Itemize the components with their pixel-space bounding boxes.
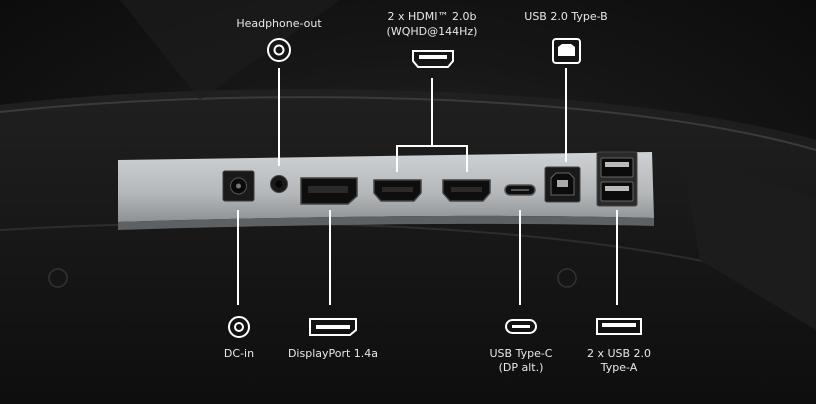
displayport-icon <box>309 318 357 336</box>
label-usb-a-line1: 2 x USB 2.0 <box>586 347 652 360</box>
label-usb-c-line2: (DP alt.) <box>498 361 544 374</box>
label-usb-a-line2: Type-A <box>600 361 638 374</box>
port-displayport <box>300 177 358 205</box>
port-usb-c <box>504 184 536 196</box>
label-hdmi-line1: 2 x HDMI™ 2.0b <box>387 10 477 23</box>
label-hdmi-line2: (WQHD@144Hz) <box>386 25 478 38</box>
label-usb-c-line1: USB Type-C <box>489 347 553 360</box>
hdmi-icon <box>412 50 454 68</box>
port-hdmi-1 <box>373 179 422 202</box>
label-usb-b: USB 2.0 Type-B <box>524 10 608 23</box>
headphone-icon <box>267 38 291 62</box>
port-hdmi-2 <box>442 179 491 202</box>
usb-b-icon <box>552 38 581 64</box>
usb-a-icon <box>596 318 642 335</box>
usb-c-icon <box>505 319 537 334</box>
label-displayport: DisplayPort 1.4a <box>287 347 379 360</box>
port-usb-b <box>544 166 581 203</box>
port-usb-a-pair <box>596 151 638 207</box>
port-dc-in <box>222 170 255 202</box>
callout-lines <box>237 68 618 305</box>
dc-in-icon <box>228 316 250 338</box>
port-headphone <box>270 175 288 193</box>
label-headphone-out: Headphone-out <box>236 17 322 30</box>
label-dc-in: DC-in <box>223 347 255 360</box>
